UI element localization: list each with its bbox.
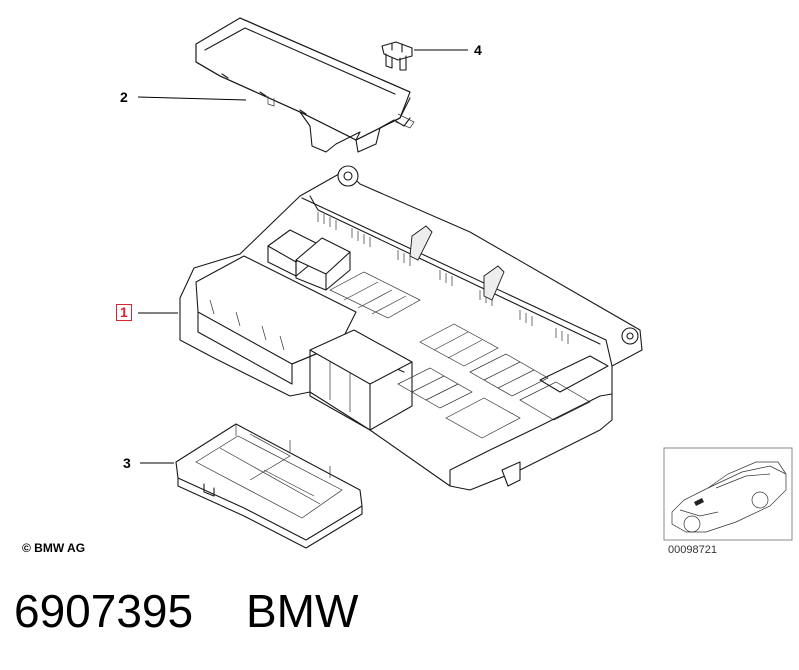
leader-2: [137, 96, 247, 101]
callout-3: 3: [123, 455, 131, 471]
brand-caption: BMW: [246, 585, 359, 637]
part-3-tray: [175, 423, 363, 549]
callout-4: 4: [474, 42, 482, 58]
callout-2: 2: [120, 89, 128, 105]
car-thumbnail: [663, 447, 793, 541]
diagram-reference-number: 00098721: [668, 544, 717, 556]
part-2-cover: [195, 17, 415, 153]
part-number-caption: 6907395: [14, 585, 194, 637]
part-1-fuse-box: [179, 165, 643, 491]
copyright-label: © BMW AG: [22, 541, 86, 555]
callout-1-highlighted[interactable]: 1: [116, 304, 132, 321]
part-4-clip: [381, 41, 413, 71]
